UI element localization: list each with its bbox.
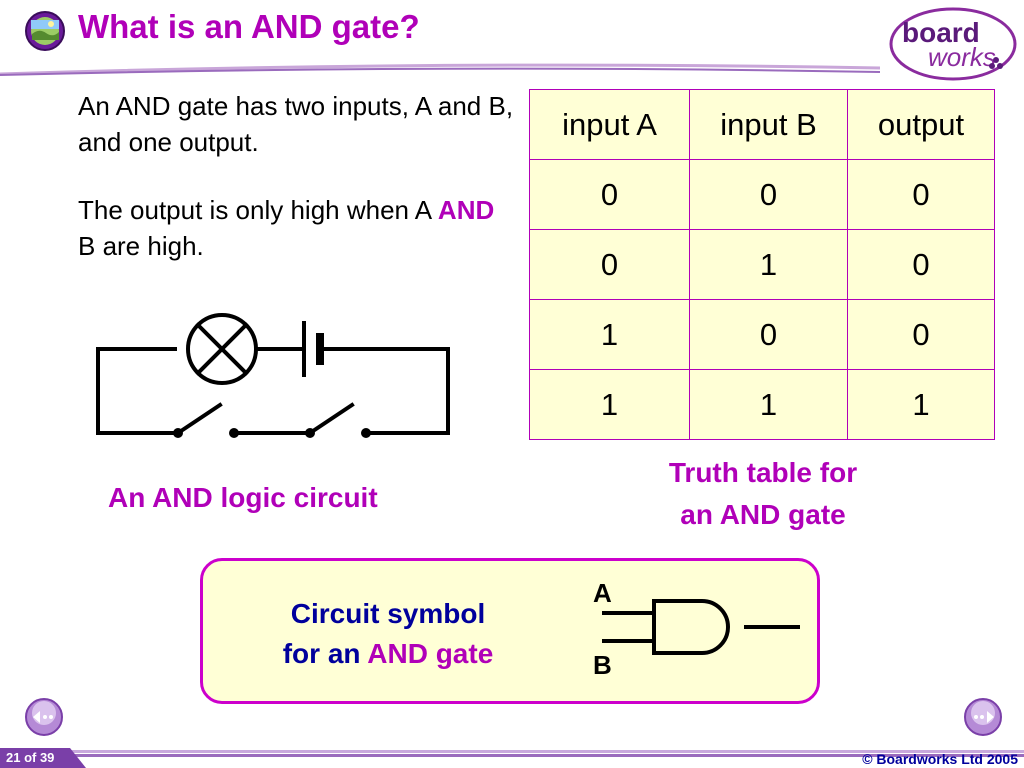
circuit-symbol-box <box>200 558 820 704</box>
table-cell: 0 <box>847 159 995 230</box>
table-cell: 0 <box>847 299 995 370</box>
forward-arrow-icon[interactable] <box>963 697 1003 737</box>
table-cell: 0 <box>847 229 995 300</box>
table-header-row: input A input B output <box>529 89 995 160</box>
caption-line-1: Truth table for <box>668 457 858 488</box>
table-cell: 0 <box>529 159 690 230</box>
table-row: 1 1 1 <box>529 369 995 440</box>
column-header: input B <box>689 89 848 160</box>
table-row: 0 0 0 <box>529 159 995 230</box>
input-a-label: A <box>593 578 612 608</box>
globe-icon <box>25 11 65 51</box>
logo-text-top: board <box>902 17 980 48</box>
table-cell: 1 <box>529 369 690 440</box>
intro-text-end: B are high. <box>78 231 204 261</box>
table-row: 0 1 0 <box>529 229 995 300</box>
and-highlight: AND <box>437 195 495 225</box>
table-cell: 0 <box>689 299 848 370</box>
back-arrow-icon[interactable] <box>24 697 64 737</box>
symbol-line-2: for an AND gate <box>238 634 538 674</box>
table-cell: 0 <box>689 159 848 230</box>
symbol-prefix: for an <box>282 638 368 669</box>
slide-number: 21 of 39 <box>6 750 55 765</box>
boardworks-logo: board works <box>889 7 1017 81</box>
intro-paragraph-1: An AND gate has two inputs, A and B, and… <box>78 91 514 157</box>
table-cell: 1 <box>529 299 690 370</box>
symbol-highlight: AND gate <box>367 638 494 669</box>
footer-bar <box>0 748 1024 768</box>
symbol-line-1: Circuit symbol <box>290 598 486 629</box>
header-divider <box>0 63 880 76</box>
column-header: output <box>847 89 995 160</box>
truth-table-caption: Truth table for an AND gate <box>620 452 906 536</box>
table-row: 1 0 0 <box>529 299 995 370</box>
copyright-text: © Boardworks Ltd 2005 <box>862 751 1018 767</box>
table-cell: 1 <box>689 369 848 440</box>
table-cell: 1 <box>847 369 995 440</box>
circuit-caption: An AND logic circuit <box>108 482 378 513</box>
caption-line-2: an AND gate <box>680 499 846 530</box>
table-cell: 1 <box>689 229 848 300</box>
input-b-label: B <box>593 650 612 680</box>
column-header: input A <box>529 89 690 160</box>
intro-text: The output is only high when A <box>78 195 438 225</box>
and-circuit-diagram <box>96 313 450 438</box>
and-gate-symbol <box>602 599 800 655</box>
intro-paragraph-2: The output is only high when A AND B are… <box>78 192 518 264</box>
truth-table: input A input B output 0 0 0 0 1 0 1 0 0… <box>529 89 995 440</box>
logo-text-bottom: works <box>928 42 996 72</box>
table-cell: 0 <box>529 229 690 300</box>
circuit-symbol-text: Circuit symbol for an AND gate <box>238 594 538 674</box>
page-title: What is an AND gate? <box>78 8 420 45</box>
